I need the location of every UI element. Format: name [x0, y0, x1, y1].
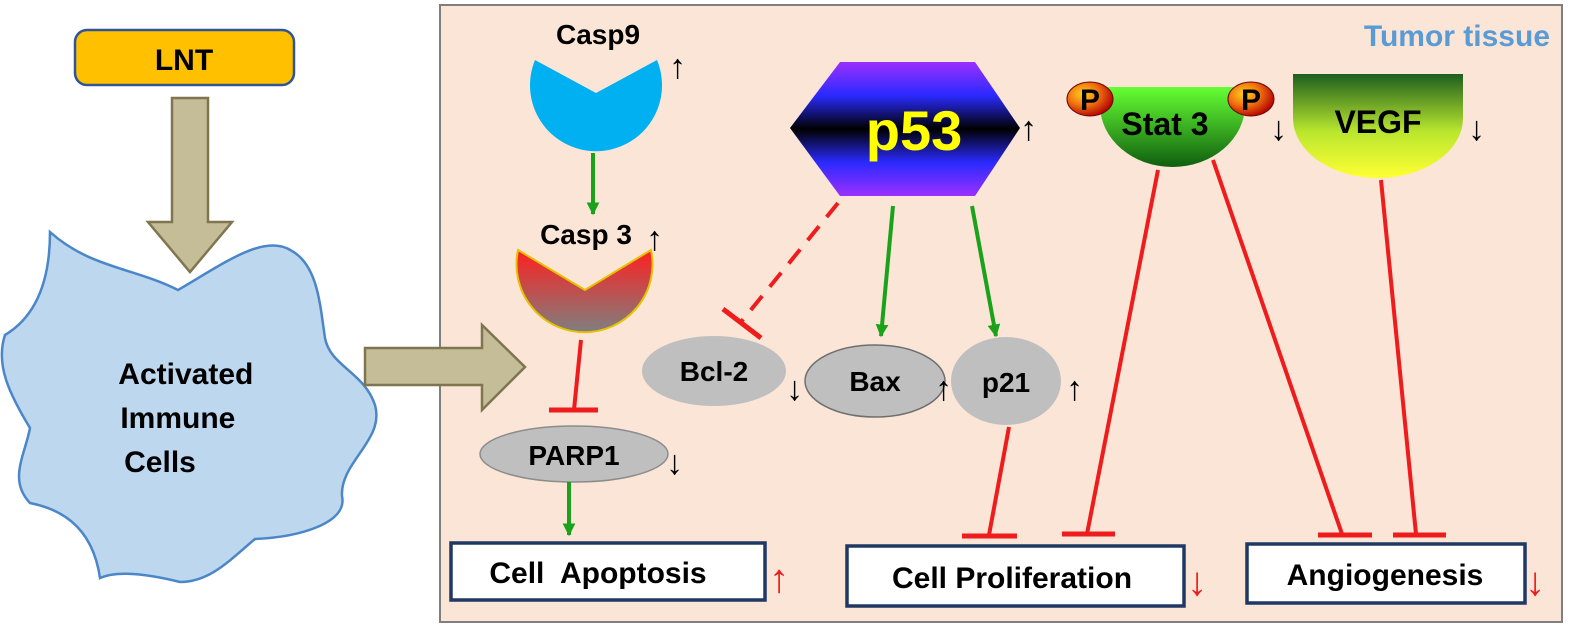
p21-change: ↑: [1066, 370, 1083, 408]
bax-label: Bax: [849, 366, 901, 397]
lnt-box: [73, 28, 296, 87]
casp9-shape: [530, 60, 662, 152]
angiogenesis-change: ↓: [1525, 560, 1545, 604]
p53-change: ↑: [1020, 110, 1037, 148]
p21-inhibits-proliferation-line: [987, 426, 1011, 536]
immune-cells-shape: [0, 229, 378, 584]
angiogenesis-box: [1245, 542, 1527, 605]
cells-to-tissue-arrow: [363, 322, 527, 414]
cell-apoptosis-box: [449, 541, 767, 602]
casp3-inhibits-parp1-line: [572, 339, 583, 411]
vegf-node: [1293, 74, 1463, 178]
lnt-label: LNT: [155, 44, 213, 77]
lnt-down-arrow: [145, 96, 235, 274]
p53-node: [790, 62, 1020, 196]
immune-cells-label-line3: Cells: [124, 446, 196, 479]
stat3-inhibits-proliferation-line: [1085, 169, 1160, 535]
parp1-node: [479, 425, 669, 483]
bcl2-change: ↓: [786, 370, 803, 408]
cell-apoptosis-change: ↑: [769, 557, 789, 601]
tumor-tissue-label: Tumor tissue: [1364, 20, 1550, 53]
cell-proliferation-label: Cell Proliferation: [892, 562, 1132, 595]
stat3-phospho-right: [1227, 81, 1275, 117]
stat3-label: Stat 3: [1121, 106, 1208, 142]
p53-to-p21-arrow: [970, 205, 1001, 338]
stat3-phospho-right-label: P: [1241, 84, 1261, 117]
p21-node: [951, 337, 1061, 425]
immune-cells-label-line2: Immune: [120, 402, 235, 435]
cell-apoptosis-label: Cell Apoptosis: [489, 557, 706, 590]
p53-label: p53: [866, 99, 963, 162]
cell-proliferation-box: [845, 544, 1186, 608]
p21-label: p21: [982, 367, 1030, 398]
p53-to-bax-arrow: [875, 205, 895, 338]
stat3-inhibits-angiogenesis-line: [1211, 159, 1344, 535]
bcl2-label: Bcl-2: [680, 356, 748, 387]
p53-inhibits-bcl2-bar: [721, 307, 763, 340]
p53-inhibits-bcl2-line: [739, 201, 840, 324]
casp3-change: ↑: [646, 220, 663, 258]
casp3-shape: [515, 248, 654, 334]
angiogenesis-label: Angiogenesis: [1287, 559, 1484, 592]
bcl2-node: [642, 336, 786, 406]
vegf-change: ↓: [1468, 110, 1485, 148]
vegf-inhibits-angiogenesis-line: [1379, 179, 1418, 535]
bax-change: ↑: [935, 370, 952, 408]
parp1-change: ↓: [666, 444, 683, 482]
cell-proliferation-change: ↓: [1187, 560, 1207, 604]
stat3-node: [1100, 87, 1245, 167]
parp1-label: PARP1: [528, 440, 619, 471]
vegf-label: VEGF: [1334, 104, 1421, 140]
bax-node: [804, 344, 946, 418]
stat3-phospho-left-label: P: [1080, 84, 1100, 117]
svg-text:Activated Immune Cells: Activated Immune Cells: [118, 358, 261, 479]
casp9-change: ↑: [669, 48, 686, 86]
stat3-phospho-left: [1066, 81, 1114, 117]
immune-cells-label-line1: Activated: [118, 358, 253, 391]
stat3-change: ↓: [1270, 110, 1287, 148]
casp9-label: Casp9: [556, 19, 640, 50]
casp3-label: Casp 3: [540, 219, 632, 250]
